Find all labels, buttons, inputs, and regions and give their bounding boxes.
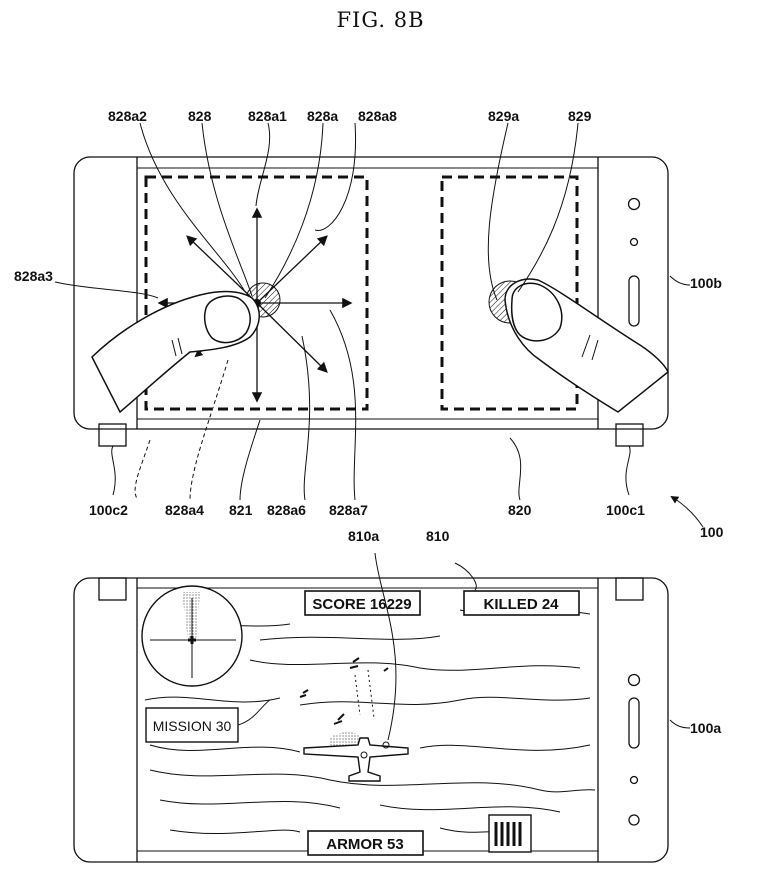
label-100b: 100b: [690, 275, 722, 291]
label-828a3: 828a3: [14, 268, 53, 284]
label-100: 100: [700, 524, 724, 540]
sensor-icon-bottom: [629, 775, 639, 785]
camera-icon-bottom: [627, 673, 641, 687]
score-text: SCORE 16229: [312, 596, 411, 613]
control-area-821: [144, 175, 369, 411]
label-829: 829: [568, 108, 592, 124]
enemy-planes: [299, 657, 389, 725]
device-100a-body: [73, 577, 669, 863]
device-100a: MISSION 30 SCORE 16229 KILLED 24 ARMOR 5…: [73, 552, 691, 863]
label-821: 821: [229, 502, 253, 518]
label-828a4: 828a4: [165, 502, 204, 518]
device-100b: [54, 122, 691, 501]
player-plane-icon: [303, 732, 409, 782]
device-100b-body: [73, 156, 669, 430]
label-828a: 828a: [307, 108, 338, 124]
label-829a: 829a: [488, 108, 519, 124]
home-button: [628, 275, 640, 327]
label-100c1: 100c1: [606, 502, 645, 518]
button-circle-bottom: [628, 814, 640, 826]
label-100c2: 100c2: [89, 502, 128, 518]
label-828: 828: [188, 108, 212, 124]
control-area-820: [440, 175, 579, 411]
label-820: 820: [508, 502, 532, 518]
mission-box: [145, 707, 239, 743]
camera-icon: [627, 197, 641, 211]
label-810a: 810a: [348, 528, 379, 544]
armor-text: ARMOR 53: [326, 836, 404, 853]
killed-text: KILLED 24: [483, 596, 559, 613]
connector-100c1-top: [615, 423, 644, 447]
home-button-bottom: [628, 697, 640, 749]
label-828a7: 828a7: [329, 502, 368, 518]
label-828a2: 828a2: [108, 108, 147, 124]
left-finger-icon: [91, 290, 260, 414]
label-810: 810: [426, 528, 450, 544]
connector-100c2-bottom: [98, 577, 127, 601]
mission-text: MISSION 30: [153, 718, 232, 734]
connector-100c2-top: [98, 423, 127, 447]
armor-box: [307, 830, 424, 856]
figure-title: FIG. 8B: [336, 8, 425, 32]
right-finger-icon: [504, 278, 669, 413]
label-828a1: 828a1: [248, 108, 287, 124]
label-100a: 100a: [690, 720, 721, 736]
score-box: [304, 590, 421, 616]
label-828a8: 828a8: [358, 108, 397, 124]
killed-box: [463, 590, 580, 616]
sensor-icon: [629, 237, 639, 247]
label-828a6: 828a6: [267, 502, 306, 518]
connector-100c1-bottom: [615, 577, 644, 601]
